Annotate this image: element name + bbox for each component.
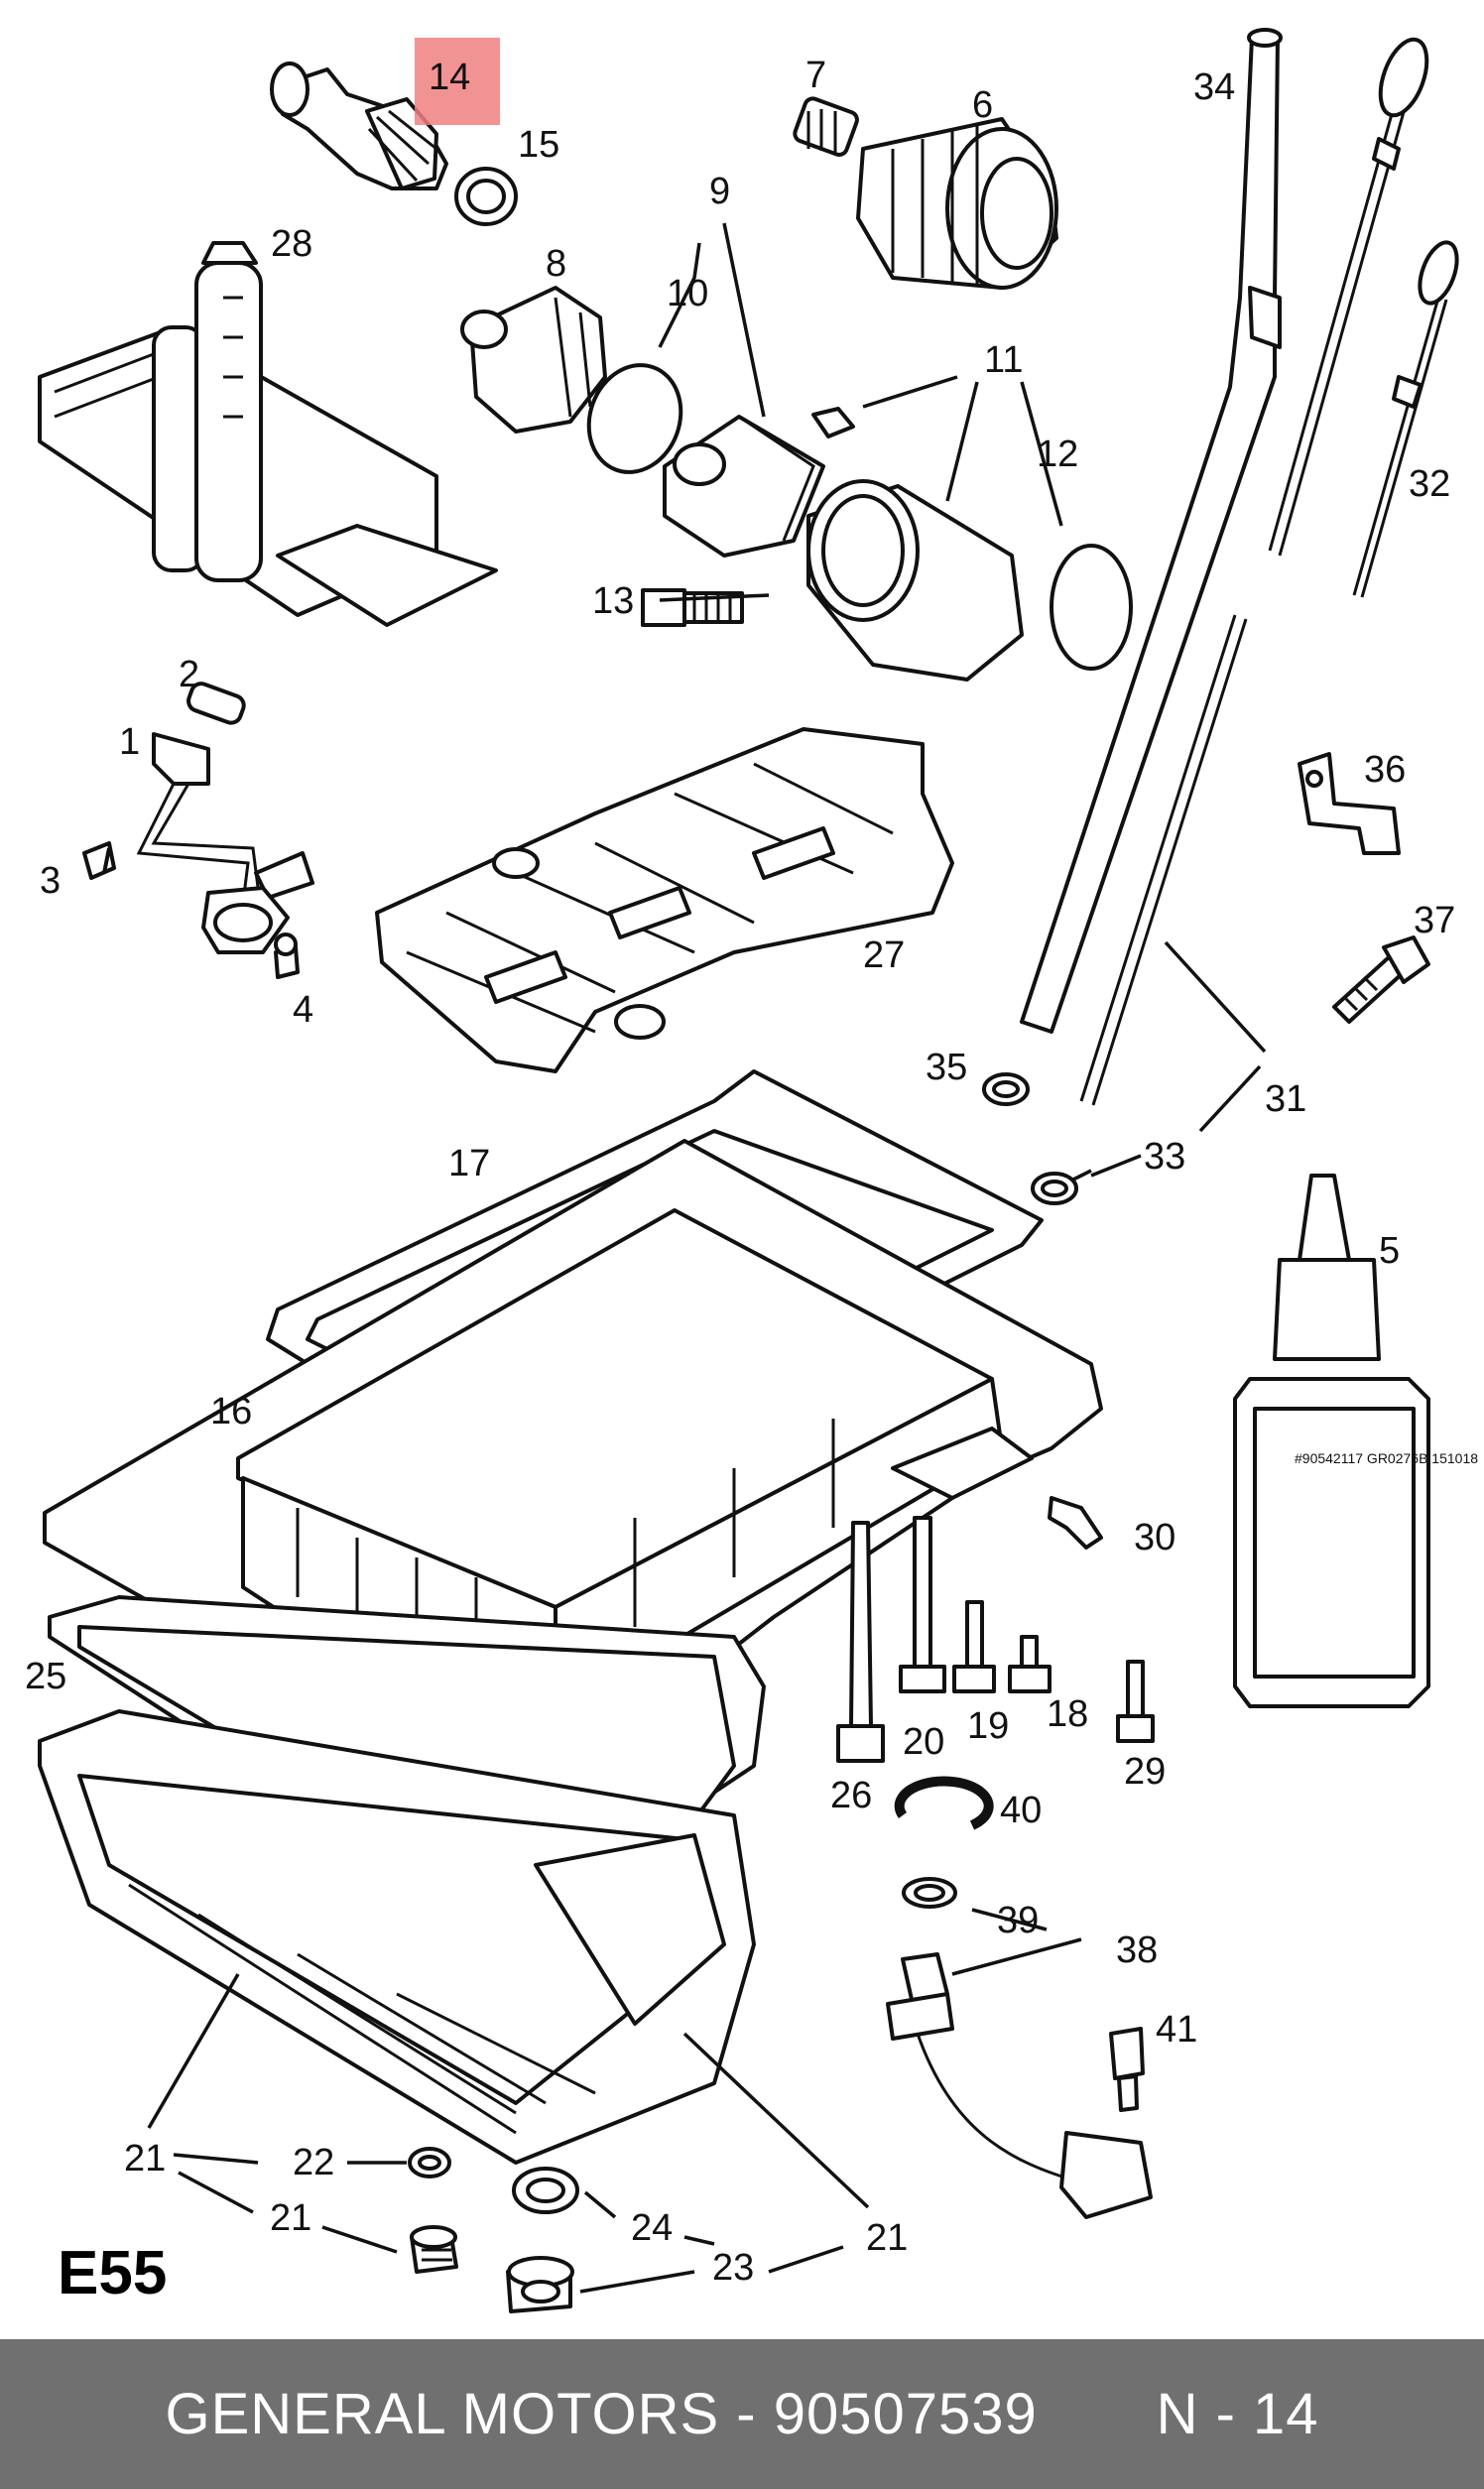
callout-28[interactable]: 27 <box>863 934 905 976</box>
brand-name: GENERAL MOTORS <box>165 2382 720 2446</box>
part-41-circlip <box>894 1776 994 1830</box>
part-5-sealant-bottle: #90542117 GR0276B 151018 <box>1233 1174 1478 1708</box>
part-38-sensor-bolt <box>1332 935 1430 1024</box>
part-3-bolt <box>82 841 116 880</box>
callout-26[interactable]: 25 <box>25 1656 66 1697</box>
callout-1[interactable]: 1 <box>119 721 140 763</box>
callout-16[interactable]: 16 <box>210 1391 252 1432</box>
part-24-drain-plug <box>506 2256 574 2313</box>
leader-lines <box>147 222 1267 2294</box>
callout-37[interactable]: 36 <box>1364 749 1406 791</box>
callout-14[interactable]: 14 <box>429 57 470 98</box>
part-1-oil-pickup-pipe <box>136 732 314 954</box>
exploded-parts-diagram: #90542117 GR0276B 151018 <box>25 28 1478 2313</box>
part-14-oil-pressure-switch <box>270 62 448 190</box>
callout-9[interactable]: 9 <box>709 171 730 212</box>
callout-15[interactable]: 15 <box>518 124 559 166</box>
part-11-filter-housing <box>806 407 1024 682</box>
part-34-seal <box>1031 1172 1078 1205</box>
part-21-lower-oil-pan <box>38 1709 756 2165</box>
callout-38[interactable]: 37 <box>1414 900 1455 941</box>
callout-7[interactable]: 7 <box>805 55 826 96</box>
callout-23[interactable]: 22 <box>293 2142 334 2183</box>
part-info-footer: GENERAL MOTORS - 90507539 N - 14 <box>0 2339 1484 2489</box>
position-label: N - 14 <box>1156 2382 1319 2446</box>
part-37-bracket <box>1298 752 1401 855</box>
part-35-dipstick-guide-tube <box>1020 28 1283 1034</box>
callout-21-left[interactable]: 21 <box>124 2138 166 2179</box>
part-10-o-ring <box>586 363 683 474</box>
part-19-bolt <box>952 1600 996 1693</box>
highlight-box-part-14 <box>415 38 500 125</box>
callout-10[interactable]: 10 <box>667 273 708 314</box>
callout-42[interactable]: 41 <box>1156 2009 1197 2051</box>
part-40-seal <box>902 1877 957 1909</box>
part-42-bolt <box>1109 2027 1145 2112</box>
callout-24[interactable]: 23 <box>712 2247 754 2289</box>
part-31-bolt <box>1048 1496 1103 1550</box>
part-30-bolt <box>1116 1660 1155 1743</box>
section-code-label: E55 <box>58 2239 167 2307</box>
part-39-oil-level-sensor <box>886 1952 1153 2219</box>
part-7-threaded-nipple <box>793 96 859 157</box>
part-9-filter-element <box>663 415 825 558</box>
callout-11[interactable]: 11 <box>984 339 1023 381</box>
part-32-dipstick-lower <box>1079 614 1248 1106</box>
callout-6[interactable]: 6 <box>972 84 993 126</box>
callout-4[interactable]: 4 <box>293 989 313 1031</box>
callout-8[interactable]: 8 <box>546 243 566 285</box>
part-12-o-ring <box>1050 544 1133 671</box>
callout-27[interactable]: 26 <box>830 1775 872 1816</box>
callout-34[interactable]: 33 <box>1144 1136 1185 1178</box>
callout-22[interactable]: 21 <box>270 2197 311 2239</box>
bottle-label-text: #90542117 GR0276B 151018 <box>1295 1450 1478 1466</box>
callout-17[interactable]: 17 <box>448 1143 490 1184</box>
callout-13[interactable]: 13 <box>592 580 634 622</box>
callout-12[interactable]: 12 <box>1037 434 1078 475</box>
callout-33[interactable]: 32 <box>1409 463 1450 505</box>
callout-21-right[interactable]: 21 <box>866 2217 908 2259</box>
callout-32[interactable]: 31 <box>1265 1078 1306 1120</box>
part-6-oil-filter <box>856 117 1058 290</box>
callout-39[interactable]: 38 <box>1116 1929 1158 1971</box>
callout-3[interactable]: 3 <box>40 860 61 902</box>
brand-separator: - <box>719 2382 774 2446</box>
footer-gap <box>1038 2381 1157 2447</box>
callout-41[interactable]: 40 <box>1000 1790 1042 1831</box>
part-20-bolt <box>899 1516 946 1693</box>
callout-31[interactable]: 30 <box>1134 1517 1175 1558</box>
callout-2[interactable]: 2 <box>179 654 199 695</box>
part-27-long-bolt <box>836 1521 885 1763</box>
part-25-sealing-ring <box>512 2167 579 2214</box>
callout-29[interactable]: 28 <box>271 223 312 265</box>
callout-5[interactable]: 5 <box>1379 1230 1400 1272</box>
part-8-filter-cap <box>460 286 607 434</box>
part-36-seal <box>982 1072 1030 1106</box>
part-number[interactable]: 90507539 <box>773 2382 1038 2446</box>
part-33-dipstick <box>1268 37 1459 598</box>
callout-18[interactable]: 18 <box>1047 1693 1088 1735</box>
part-4-bolt <box>274 933 300 979</box>
callout-25[interactable]: 24 <box>631 2207 673 2249</box>
callout-40[interactable]: 39 <box>997 1900 1039 1941</box>
part-18-bolt <box>1008 1635 1051 1693</box>
part-2-gasket <box>186 682 246 725</box>
callout-labels: 14 15 28 7 6 34 8 9 10 11 12 32 13 2 1 3… <box>25 55 1455 2289</box>
part-29-sealant-kit <box>38 241 498 627</box>
callout-35[interactable]: 34 <box>1193 66 1235 108</box>
part-15-sealing-ring <box>454 167 518 226</box>
callout-19[interactable]: 19 <box>967 1705 1009 1747</box>
callout-30[interactable]: 29 <box>1124 1751 1166 1793</box>
callout-20[interactable]: 20 <box>903 1721 944 1763</box>
part-22-drain-plug <box>410 2225 458 2274</box>
callout-36[interactable]: 35 <box>926 1047 967 1088</box>
part-28-baffle-plate <box>375 727 954 1073</box>
part-23-sealing-ring <box>408 2147 451 2178</box>
